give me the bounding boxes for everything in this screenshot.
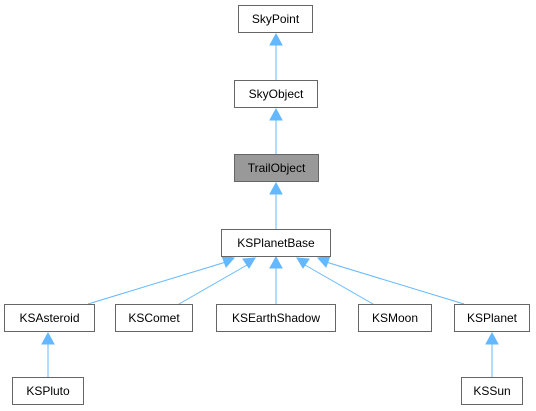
arrowhead-ksplanetbase-from-ksplanet — [317, 255, 331, 268]
node-kscomet[interactable]: KSComet — [115, 304, 193, 332]
arrowhead-skypoint — [269, 32, 283, 46]
edge-ksplanet-ksplanetbase — [325, 261, 465, 305]
arrowhead-skyobject — [269, 107, 283, 121]
node-skypoint-label: SkyPoint — [251, 12, 300, 26]
edge-kscomet-ksplanetbase — [178, 264, 248, 305]
node-kssun-label: KSSun — [473, 384, 511, 398]
node-ksmoon-label: KSMoon — [371, 311, 419, 325]
arrowhead-ksplanetbase-from-ksearthshadow — [269, 255, 283, 269]
arrowhead-ksplanetbase-from-kscomet — [242, 257, 256, 269]
node-skyobject[interactable]: SkyObject — [234, 80, 318, 108]
node-ksearthshadow[interactable]: KSEarthShadow — [216, 304, 336, 332]
node-kssun[interactable]: KSSun — [461, 377, 523, 405]
node-kspluto[interactable]: KSPluto — [12, 377, 84, 405]
edge-ksmoon-ksplanetbase — [304, 264, 374, 305]
arrowhead-ksplanetbase-from-ksmoon — [296, 257, 310, 269]
node-ksasteroid-label: KSAsteroid — [19, 311, 80, 325]
node-kspluto-label: KSPluto — [26, 384, 70, 398]
node-skypoint[interactable]: SkyPoint — [238, 5, 313, 33]
node-ksasteroid[interactable]: KSAsteroid — [4, 304, 95, 332]
arrowhead-trailobject — [269, 181, 283, 195]
node-trailobject-current: TrailObject — [234, 154, 319, 182]
node-ksplanetbase-label: KSPlanetBase — [237, 236, 315, 250]
arrowhead-ksplanetbase-from-ksasteroid — [221, 255, 235, 268]
arrowhead-ksplanet — [485, 331, 499, 345]
node-ksplanet[interactable]: KSPlanet — [454, 304, 530, 332]
node-trailobject-label: TrailObject — [247, 161, 306, 175]
edge-ksasteroid-ksplanetbase — [87, 261, 227, 305]
node-ksplanet-label: KSPlanet — [466, 311, 518, 325]
node-ksmoon[interactable]: KSMoon — [358, 304, 432, 332]
node-ksearthshadow-label: KSEarthShadow — [231, 311, 321, 325]
node-kscomet-label: KSComet — [128, 311, 180, 325]
node-skyobject-label: SkyObject — [248, 87, 304, 101]
arrowhead-ksasteroid — [41, 331, 55, 345]
node-ksplanetbase[interactable]: KSPlanetBase — [221, 229, 331, 257]
